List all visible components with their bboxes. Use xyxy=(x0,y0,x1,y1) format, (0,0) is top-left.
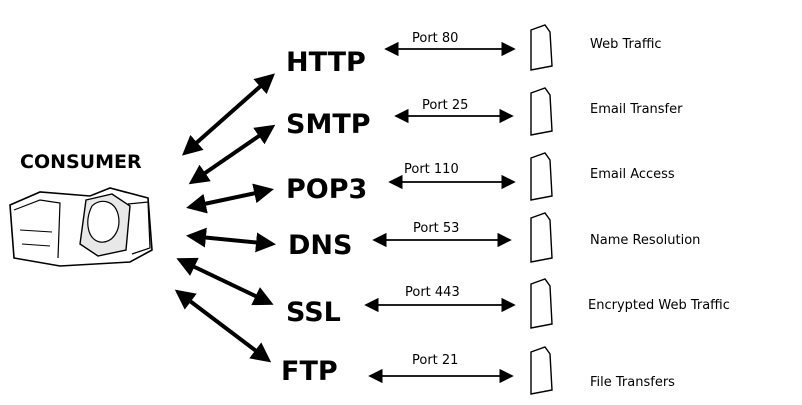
document-icon xyxy=(530,278,553,329)
row-http: HTTP Port 80 Web Traffic xyxy=(286,24,662,78)
arrow-consumer-ssl xyxy=(176,257,274,306)
protocol-label: SSL xyxy=(286,297,341,328)
protocol-label: SMTP xyxy=(286,109,371,140)
protocol-label: POP3 xyxy=(286,174,367,205)
document-icon xyxy=(530,87,553,136)
protocol-label: DNS xyxy=(288,230,352,261)
document-icon xyxy=(530,24,553,71)
row-smtp: SMTP Port 25 Email Transfer xyxy=(286,87,683,140)
arrow-consumer-smtp xyxy=(188,124,276,185)
service-description: Email Transfer xyxy=(590,102,683,117)
computer-cluster-icon xyxy=(9,187,153,267)
service-description: File Transfers xyxy=(590,375,675,390)
port-label: Port 21 xyxy=(412,353,458,368)
arrow-consumer-http xyxy=(182,73,275,156)
row-ssl: SSL Port 443 Encrypted Web Traffic xyxy=(286,278,730,329)
consumer-arrows xyxy=(174,73,276,363)
document-icon xyxy=(530,152,553,201)
row-ftp: FTP Port 21 File Transfers xyxy=(281,346,675,395)
protocol-label: FTP xyxy=(281,356,338,387)
port-label: Port 80 xyxy=(412,31,458,46)
consumer-label: CONSUMER xyxy=(20,151,142,173)
arrow-consumer-ftp xyxy=(174,289,272,363)
document-icon xyxy=(530,212,553,263)
service-description: Web Traffic xyxy=(590,37,662,52)
service-description: Name Resolution xyxy=(590,233,700,248)
port-label: Port 25 xyxy=(422,98,468,113)
row-pop3: POP3 Port 110 Email Access xyxy=(286,152,675,205)
protocol-label: HTTP xyxy=(286,47,366,78)
arrow-consumer-pop3 xyxy=(186,183,274,214)
port-label: Port 53 xyxy=(413,221,459,236)
service-description: Encrypted Web Traffic xyxy=(588,298,730,313)
row-dns: DNS Port 53 Name Resolution xyxy=(288,212,700,263)
port-label: Port 110 xyxy=(404,162,459,177)
arrow-consumer-dns xyxy=(186,227,276,253)
service-description: Email Access xyxy=(590,167,675,182)
port-label: Port 443 xyxy=(405,285,460,300)
document-icon xyxy=(530,346,553,395)
